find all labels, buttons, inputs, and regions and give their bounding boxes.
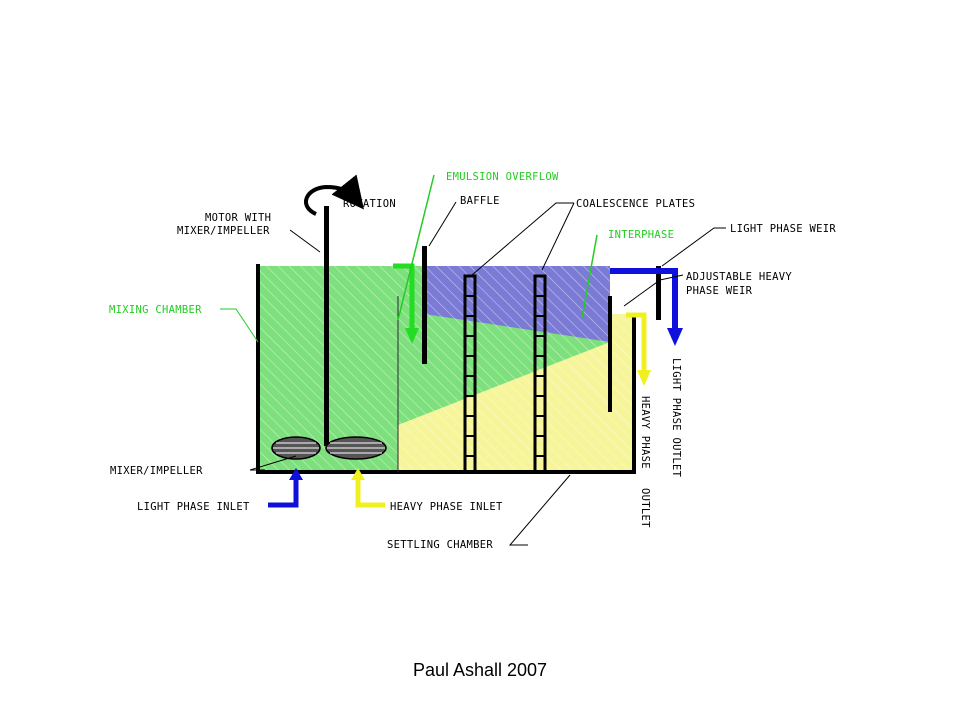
leader-lines bbox=[220, 174, 726, 546]
label-light-phase-outlet: LIGHT PHASE OUTLET bbox=[670, 358, 682, 478]
heavy-phase-outlet-pipe bbox=[626, 312, 651, 386]
mixer-impeller bbox=[271, 436, 387, 460]
label-heavy-phase-inlet: HEAVY PHASE INLET bbox=[390, 501, 503, 513]
heavy-phase-layer bbox=[398, 314, 634, 472]
label-light-phase-weir: LIGHT PHASE WEIR bbox=[730, 223, 836, 235]
label-coalescence-plates: COALESCENCE PLATES bbox=[576, 198, 695, 210]
label-heavy-phase-outlet-line2: OUTLET bbox=[639, 488, 651, 528]
label-mixer-impeller: MIXER/IMPELLER bbox=[110, 465, 203, 477]
vessel-walls bbox=[256, 264, 636, 474]
interphase-weir bbox=[608, 296, 612, 412]
label-emulsion-overflow: EMULSION OVERFLOW bbox=[446, 171, 559, 183]
light-phase-inlet-pipe bbox=[268, 468, 303, 508]
label-light-phase-inlet: LIGHT PHASE INLET bbox=[137, 501, 250, 513]
light-phase-layer bbox=[424, 266, 610, 342]
light-phase-outlet-pipe bbox=[610, 268, 683, 346]
label-rotation: ROTATION bbox=[343, 198, 396, 210]
coalescence-plate-2 bbox=[533, 274, 547, 474]
label-adjustable-line1: ADJUSTABLE HEAVY bbox=[686, 271, 792, 283]
footer-credit: Paul Ashall 2007 bbox=[412, 660, 548, 680]
label-interphase: INTERPHASE bbox=[608, 229, 674, 241]
light-phase-weir bbox=[656, 266, 661, 320]
heavy-phase-inlet-pipe bbox=[351, 468, 385, 508]
label-settling-chamber: SETTLING CHAMBER bbox=[387, 539, 493, 551]
baffle bbox=[422, 246, 427, 364]
label-motor-line1: MOTOR WITH bbox=[205, 212, 271, 224]
rotation-arrow-icon bbox=[304, 174, 365, 216]
label-adjustable-line2: PHASE WEIR bbox=[686, 285, 753, 297]
label-heavy-phase-outlet-line1: HEAVY PHASE bbox=[639, 396, 651, 469]
mixer-shaft bbox=[324, 206, 329, 446]
label-mixing-chamber: MIXING CHAMBER bbox=[109, 304, 202, 316]
coalescence-plate-1 bbox=[463, 274, 477, 474]
label-motor-line2: MIXER/IMPELLER bbox=[177, 225, 270, 237]
label-baffle: BAFFLE bbox=[460, 195, 500, 207]
